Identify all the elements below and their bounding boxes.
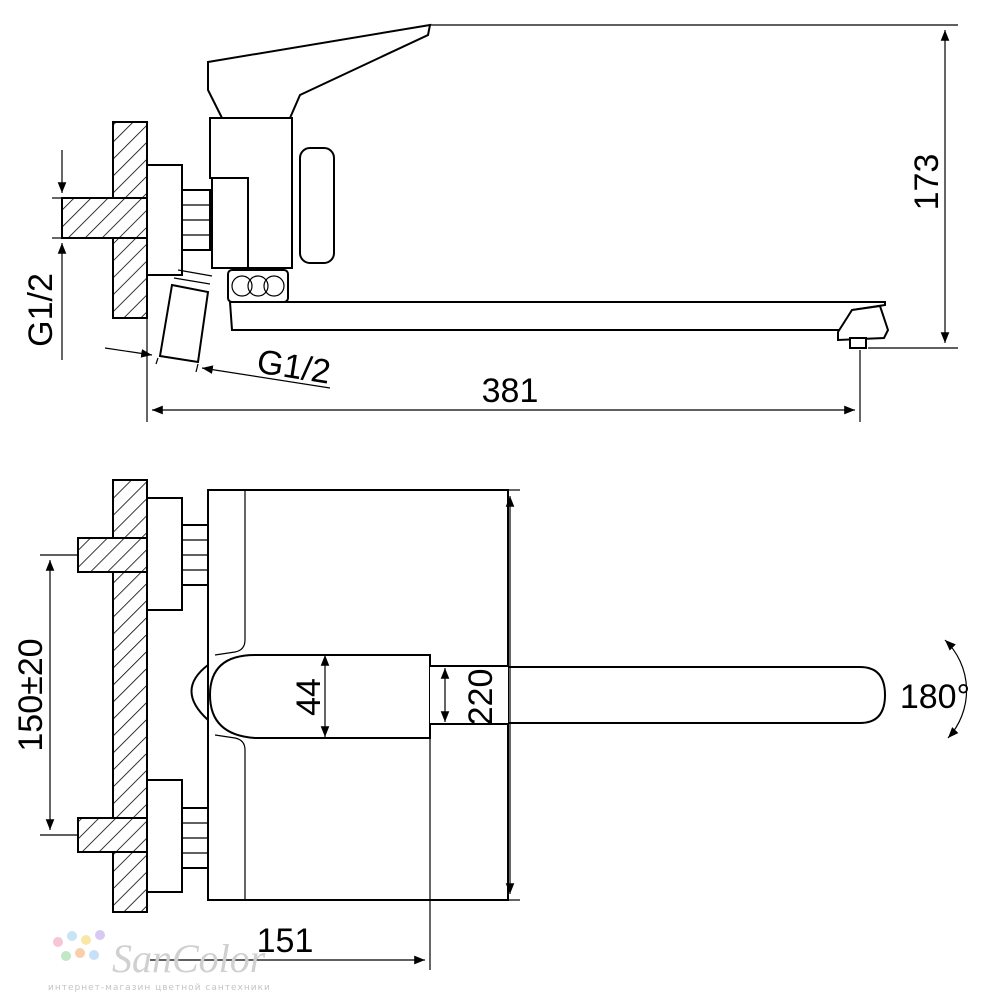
top-pipe-upper: [77, 537, 151, 573]
side-diverter-knob: [299, 147, 335, 264]
side-flange: [146, 164, 183, 276]
dim-length-label: 381: [482, 372, 539, 410]
watermark-dots-icon: [53, 930, 105, 961]
top-flange-lower: [146, 779, 183, 893]
side-aerator: [849, 337, 867, 349]
dim-centers-label: 150±20: [12, 638, 50, 751]
rotation-label: 180°: [900, 678, 970, 716]
side-spout: [228, 301, 886, 331]
dim-depth-label: 151: [257, 922, 314, 960]
top-nut-lower: [181, 807, 209, 869]
side-eccentric-nut: [181, 189, 211, 251]
side-spout-swivel: [227, 269, 289, 303]
dim-handle-label: 44: [290, 678, 328, 716]
thread-inlet-label: G1/2: [22, 273, 60, 347]
side-shower-outlet: [158, 269, 213, 364]
top-flange-upper: [146, 497, 183, 611]
top-pipe-lower: [77, 817, 151, 853]
thread-outlet-label: G1/2: [254, 343, 333, 392]
top-nut-upper: [181, 524, 209, 586]
watermark-tagline: интернет-магазин цветной сантехники: [48, 983, 271, 993]
top-lever-handle: [208, 654, 431, 739]
dim-height-label: 173: [908, 154, 946, 211]
top-view: 150±20 44 220 151 180°: [12, 479, 970, 970]
dim-body-label: 220: [462, 669, 500, 726]
top-spout: [507, 666, 887, 724]
side-inlet-pipe: [61, 197, 151, 239]
rotation-arc: [944, 639, 968, 739]
side-spout-tip: [837, 304, 890, 342]
side-lever-handle: [207, 23, 432, 119]
top-handle-base: [190, 662, 209, 723]
side-body-lower: [211, 177, 249, 269]
side-view: 173 381 G1/2 G1/2: [22, 23, 958, 422]
watermark: SanColor интернет-магазин цветной сантех…: [48, 930, 271, 993]
watermark-brand: SanColor: [112, 936, 266, 981]
top-body-inner: [214, 490, 246, 900]
